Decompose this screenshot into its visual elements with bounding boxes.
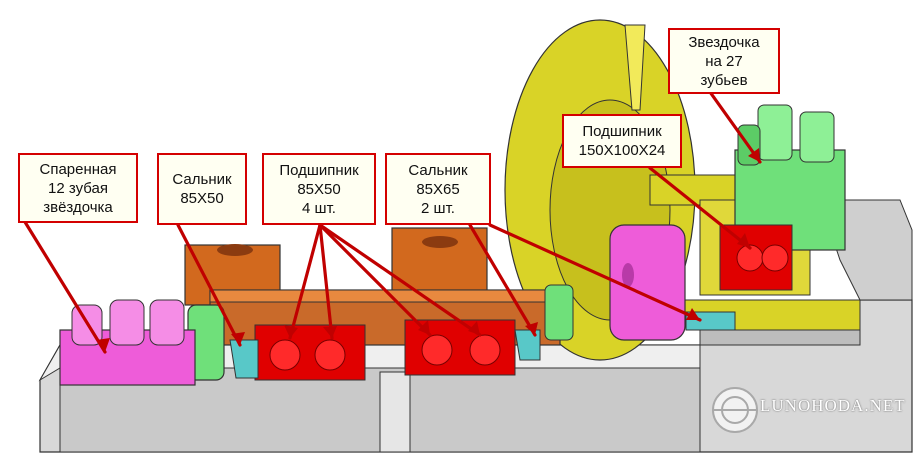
callout-line: Сальник bbox=[408, 161, 468, 179]
callout-bearing-85x50: Подшипник 85Х50 4 шт. bbox=[262, 153, 376, 225]
leader-seal-85x50 bbox=[176, 223, 242, 347]
bearings-85x50 bbox=[254, 319, 516, 381]
sprocket-12-double bbox=[59, 299, 196, 386]
callout-line: Звездочка bbox=[688, 33, 760, 51]
callout-line: зубьев bbox=[700, 71, 748, 89]
leader-bearing-85x50-c bbox=[318, 223, 432, 337]
seals bbox=[229, 311, 736, 379]
callout-line: 4 шт. bbox=[302, 199, 336, 217]
callout-seal-85x65: Сальник 85Х65 2 шт. bbox=[385, 153, 491, 225]
leader-bearing-85x50-d bbox=[318, 223, 482, 337]
bearing-right bbox=[719, 224, 793, 291]
leader-sprocket-27 bbox=[708, 90, 762, 164]
callout-sprocket-27: Звездочка на 27 зубьев bbox=[668, 28, 780, 94]
leader-arrowheads bbox=[96, 148, 760, 352]
callout-line: 150Х100Х24 bbox=[578, 142, 666, 159]
leader-seal-85x65-a bbox=[468, 223, 537, 337]
callout-bearing-150x100x24: Подшипник 150Х100Х24 bbox=[562, 114, 682, 168]
callout-line: на 27 bbox=[705, 52, 743, 70]
watermark-emblem bbox=[712, 387, 758, 433]
callout-line: 2 шт. bbox=[421, 199, 455, 217]
watermark-text: LUNOHODA.NET bbox=[760, 396, 906, 415]
leader-bearing-150 bbox=[648, 166, 752, 250]
callout-line: Спаренная bbox=[39, 160, 117, 178]
callout-line: Сальник bbox=[172, 171, 232, 188]
leader-sprocket-12 bbox=[23, 220, 107, 354]
leader-bearing-85x50-b bbox=[318, 223, 334, 340]
callout-seal-85x50: Сальник 85Х50 bbox=[157, 153, 247, 225]
leader-lines bbox=[23, 90, 762, 354]
callout-spring-sprocket: Спаренная 12 зубая звёздочка bbox=[18, 153, 138, 223]
callout-line: 85Х50 bbox=[180, 190, 224, 207]
callout-line: 85Х50 bbox=[297, 180, 341, 198]
callout-line: 85Х65 bbox=[416, 180, 460, 198]
callout-line: Подшипник bbox=[582, 123, 662, 140]
green-collars bbox=[187, 284, 574, 381]
callout-line: звёздочка bbox=[43, 198, 113, 216]
leader-seal-85x65-b bbox=[488, 223, 702, 322]
leader-bearing-85x50-a bbox=[288, 223, 322, 340]
callout-line: 12 зубая bbox=[48, 179, 108, 197]
callout-line: Подшипник bbox=[279, 161, 359, 179]
pink-hub bbox=[609, 224, 686, 341]
